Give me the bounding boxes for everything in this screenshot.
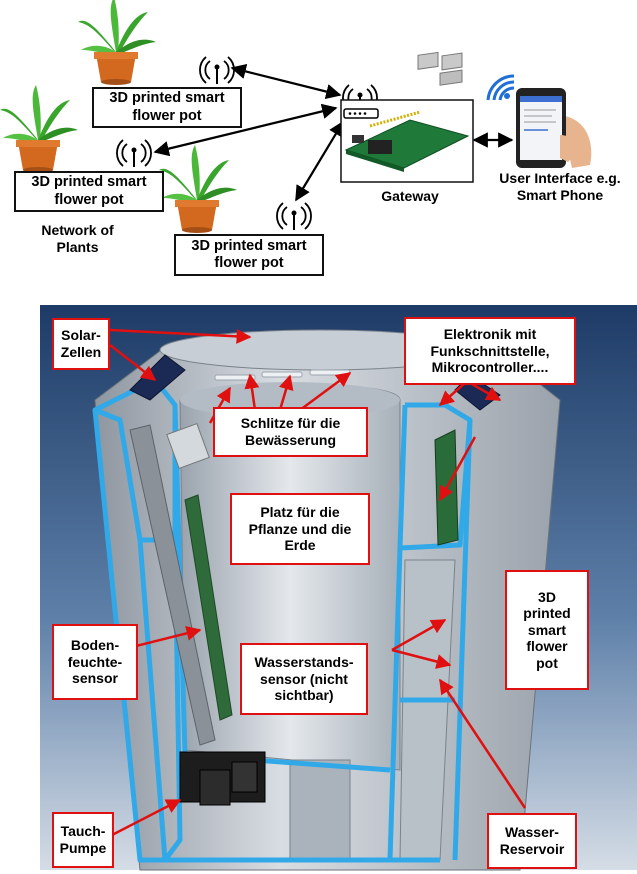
raspberry-pi-icon <box>344 51 470 172</box>
label-irrigation-slots: Schlitze für die Bewässerung <box>213 407 368 457</box>
label-moisture-sensor: Boden-feuchte-sensor <box>52 624 138 700</box>
solar-cell-icon <box>129 354 186 401</box>
antenna-icon <box>275 202 313 231</box>
network-of-plants-label: Network of Plants <box>41 222 114 255</box>
electronics-board <box>434 429 459 546</box>
smart-pot-label-3: 3D printed smart flower pot <box>174 234 324 276</box>
soil-sensor-board <box>184 494 233 721</box>
link-arrow <box>295 120 344 202</box>
antenna-icon <box>115 139 153 168</box>
label-pump: Tauch-Pumpe <box>52 812 114 868</box>
label-water-level-sensor: Wasserstands-sensor (nicht sichtbar) <box>240 643 368 715</box>
pump-icon <box>179 751 266 806</box>
link-arrow <box>153 103 338 157</box>
smart-pot-label-2: 3D printed smart flower pot <box>14 171 164 212</box>
label-reservoir: Wasser-Reservoir <box>487 813 577 869</box>
smartphone-icon <box>486 74 592 168</box>
irrigation-slots <box>214 369 351 381</box>
link-arrow <box>230 63 342 100</box>
label-plant-space: Platz für die Pflanze und die Erde <box>230 493 370 565</box>
smart-pot-label-1: 3D printed smart flower pot <box>92 87 242 128</box>
gateway-label: Gateway <box>381 188 439 204</box>
router-icon <box>343 108 379 119</box>
label-solar-cells: Solar-Zellen <box>52 318 110 370</box>
user-interface-label: User Interface e.g. Smart Phone <box>499 170 621 203</box>
label-smart-pot: 3D printed smart flower pot <box>505 570 589 690</box>
plant-icon <box>159 145 237 233</box>
plant-icon <box>78 0 156 85</box>
label-electronics: Elektronik mit Funkschnittstelle, Mikroc… <box>404 317 576 385</box>
network-diagram <box>0 0 592 233</box>
antenna-icon <box>198 56 236 85</box>
plant-icon <box>0 85 78 173</box>
